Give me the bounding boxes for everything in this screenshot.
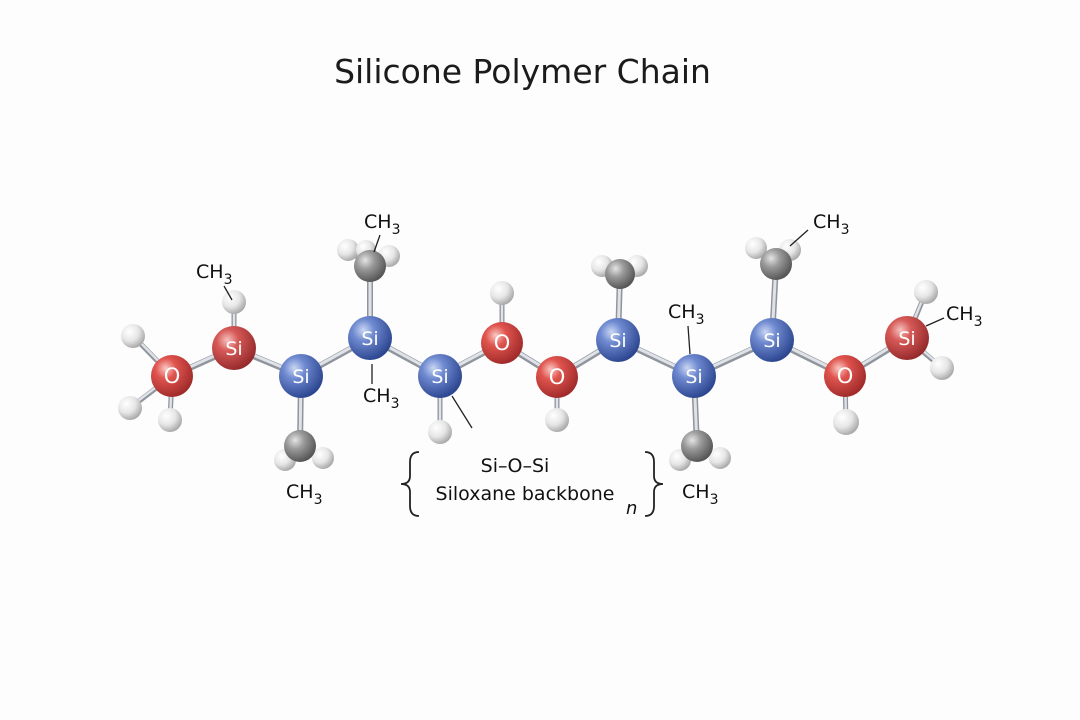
hydrogen-atom — [745, 237, 767, 259]
ch3-main: CH — [363, 385, 391, 407]
hydrogen-atom — [930, 356, 954, 380]
silicon-symbol: Si — [609, 330, 626, 352]
oxygen-atom — [481, 322, 523, 364]
hydrogen-atom — [914, 280, 938, 304]
leader-line — [925, 317, 945, 327]
silicon-atom — [418, 354, 462, 398]
silicon-symbol: Si — [361, 328, 378, 350]
methyl-label-3: CH3 — [363, 385, 399, 412]
methyl-label-6: CH3 — [682, 481, 718, 508]
ch3-subscript: 3 — [710, 492, 719, 508]
hydrogen-atom — [118, 396, 142, 420]
silicon-atom — [596, 318, 640, 362]
leader-line — [789, 229, 809, 247]
oxygen-atom — [151, 355, 193, 397]
ch3-subscript: 3 — [314, 492, 323, 508]
leader-line — [223, 285, 233, 301]
silicon-atom — [348, 316, 392, 360]
silicon-symbol: Si — [225, 338, 242, 360]
repeat-unit-n: n — [626, 498, 637, 519]
leader-line — [451, 395, 473, 429]
carbon-atom — [681, 430, 713, 462]
carbon-atom — [354, 250, 386, 282]
ch3-main: CH — [668, 301, 696, 323]
leader-line — [687, 325, 691, 355]
methyl-label-2: CH3 — [364, 211, 400, 238]
ch3-subscript: 3 — [974, 314, 983, 330]
hydrogen-atom — [158, 408, 182, 432]
ch3-main: CH — [196, 261, 224, 283]
oxygen-symbol: O — [494, 331, 511, 355]
ch3-subscript: 3 — [224, 272, 233, 288]
hydrogen-atom — [428, 420, 452, 444]
leader-line — [373, 234, 381, 253]
ch3-subscript: 3 — [392, 222, 401, 238]
oxygen-symbol: O — [164, 364, 181, 388]
silicon-atom — [279, 354, 323, 398]
ch3-main: CH — [682, 481, 710, 503]
ch3-main: CH — [813, 211, 841, 233]
page-title: Silicone Polymer Chain — [334, 52, 711, 91]
oxygen-atom — [536, 356, 578, 398]
silicon-atom-terminal — [885, 316, 929, 360]
annotation-formula: Si–O–Si — [481, 455, 550, 477]
ch3-subscript: 3 — [696, 312, 705, 328]
methyl-label-5: CH3 — [668, 301, 704, 328]
left-brace — [400, 451, 420, 517]
hydrogen-atom — [222, 290, 246, 314]
hydrogen-atom — [121, 324, 145, 348]
silicon-symbol: Si — [431, 366, 448, 388]
carbon-atom — [284, 430, 316, 462]
hydrogen-atom — [709, 447, 731, 469]
methyl-label-7: CH3 — [813, 211, 849, 238]
hydrogen-atom — [833, 409, 859, 435]
methyl-label-4: CH3 — [286, 481, 322, 508]
ch3-main: CH — [946, 303, 974, 325]
ch3-main: CH — [364, 211, 392, 233]
silicon-symbol: Si — [685, 366, 702, 388]
methyl-label-1: CH3 — [196, 261, 232, 288]
carbon-atom — [760, 248, 792, 280]
hydrogen-atom — [490, 281, 514, 305]
silicon-atom-terminal — [212, 326, 256, 370]
ch3-subscript: 3 — [391, 396, 400, 412]
ch3-subscript: 3 — [841, 222, 850, 238]
silicon-symbol: Si — [763, 330, 780, 352]
annotation-caption: Siloxane backbone — [436, 483, 615, 505]
oxygen-symbol: O — [549, 365, 566, 389]
silicon-atom — [672, 354, 716, 398]
hydrogen-atom — [337, 239, 359, 261]
silicon-symbol: Si — [292, 366, 309, 388]
hydrogen-atom — [545, 408, 569, 432]
silicon-symbol: Si — [898, 328, 915, 350]
ch3-main: CH — [286, 481, 314, 503]
hydrogen-atom — [312, 447, 334, 469]
methyl-label-8: CH3 — [946, 303, 982, 330]
right-brace — [644, 451, 664, 517]
carbon-atom — [605, 259, 635, 289]
oxygen-symbol: O — [837, 364, 854, 388]
silicon-atom — [750, 318, 794, 362]
oxygen-atom — [824, 355, 866, 397]
